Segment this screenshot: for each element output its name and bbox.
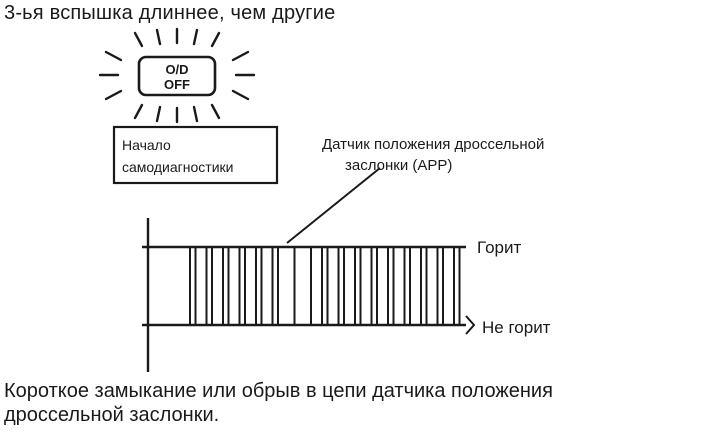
caption-line1: Короткое замыкание или обрыв в цепи датч…	[4, 380, 553, 402]
lamp-ray	[133, 31, 144, 48]
lamp-body	[137, 55, 217, 97]
lamp-ray	[104, 50, 123, 62]
off-level-label: Не горит	[482, 318, 551, 337]
figure-header: 3-ья вспышка длиннее, чем другие	[4, 2, 336, 24]
lamp-label-line1: O/D	[165, 62, 188, 77]
sensor-leader-line	[286, 167, 381, 244]
lamp-ray	[155, 28, 162, 46]
lamp-label-line2: OFF	[164, 77, 190, 92]
off-level-pointer	[465, 315, 476, 335]
start-box-line2: самодиагностики	[122, 159, 233, 175]
lamp-ray	[155, 105, 162, 123]
sensor-label-line2: заслонки (APP)	[345, 157, 452, 174]
start-box	[112, 125, 279, 185]
check-engine-lamp-icon	[98, 27, 256, 124]
lamp-ray	[210, 31, 221, 48]
pulse-train	[189, 247, 461, 325]
lamp-ray	[192, 105, 199, 123]
lamp-ray	[210, 103, 221, 120]
lamp-ray	[231, 50, 250, 62]
figure-caption: Короткое замыкание или обрыв в цепи датч…	[4, 379, 716, 427]
on-level-label: Горит	[477, 238, 521, 257]
start-box-line1: Начало	[122, 137, 171, 153]
lamp-ray	[231, 89, 250, 101]
lamp-ray	[104, 89, 123, 101]
sensor-label-line1: Датчик положения дроссельной	[322, 136, 544, 153]
caption-line2: дроссельной заслонки.	[4, 404, 220, 426]
lamp-ray	[192, 28, 199, 46]
lamp-ray	[133, 103, 144, 120]
